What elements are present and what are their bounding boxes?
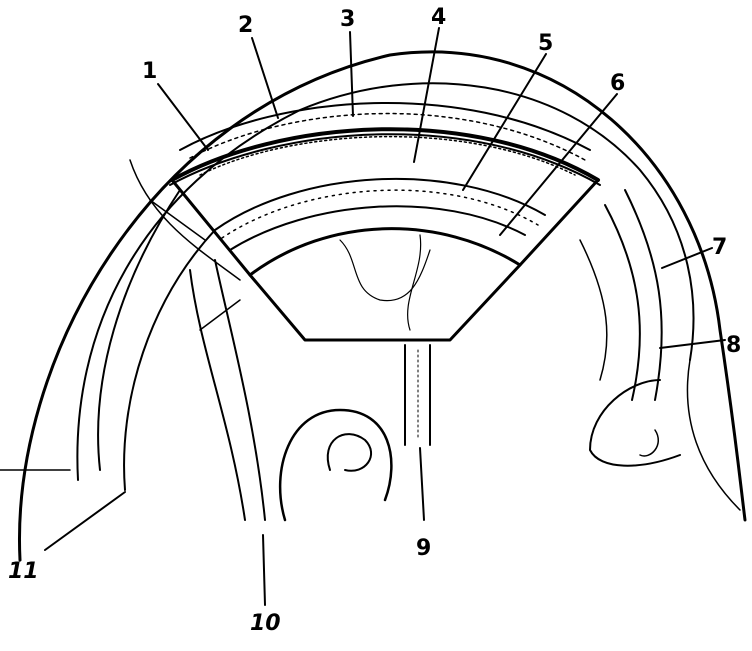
label-1: 1 (142, 59, 157, 84)
label-3: 3 (340, 7, 355, 32)
labels: 1 2 3 4 5 6 7 8 9 10 11 (8, 5, 741, 636)
leader-lines (44, 27, 726, 606)
meningeal-layers (170, 177, 600, 277)
scalp-outer-layer (0, 50, 747, 562)
scalp-layers (169, 102, 601, 186)
label-5: 5 (538, 31, 553, 56)
label-7: 7 (712, 235, 727, 260)
label-2: 2 (238, 13, 253, 38)
label-9: 9 (416, 536, 431, 561)
falx-vessel (404, 344, 431, 446)
label-8: 8 (726, 333, 741, 358)
label-6: 6 (610, 71, 625, 96)
right-vessels (579, 189, 681, 467)
label-11: 11 (8, 559, 39, 584)
label-4: 4 (431, 5, 446, 30)
brain-surface (248, 227, 522, 342)
left-vessels (97, 159, 266, 521)
ear (278, 408, 393, 522)
label-10: 10 (250, 611, 281, 636)
